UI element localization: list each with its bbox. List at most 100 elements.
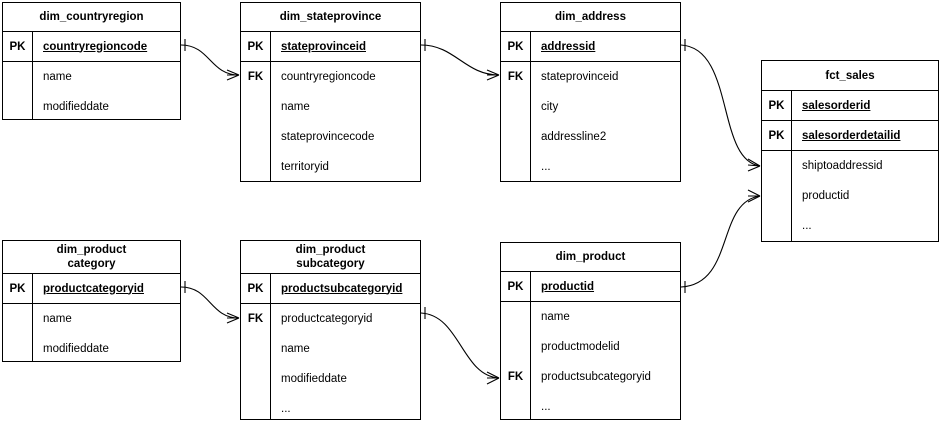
table-row[interactable]: addressline2 <box>541 131 607 143</box>
entity-dim-productcategory[interactable]: dim_product category PK productcategoryi… <box>2 240 181 362</box>
entity-dim-productsubcategory[interactable]: dim_product subcategory PK productsubcat… <box>240 240 421 420</box>
key-badge-fk: FK <box>247 71 264 83</box>
table-row[interactable]: name <box>281 343 310 355</box>
relationship-productsubcategory-product[interactable] <box>420 307 500 385</box>
crowsfoot-many <box>747 189 761 203</box>
key-column: FK <box>501 302 531 419</box>
table-row[interactable]: ... <box>541 161 551 173</box>
key-badge-fk: FK <box>507 371 524 383</box>
key-column: FK <box>241 304 271 419</box>
attribute-block: FK countryregioncode name stateprovincec… <box>241 62 420 181</box>
attribute-name: addressid <box>541 40 596 53</box>
entity-title-line: category <box>67 258 116 270</box>
entity-title: dim_countryregion <box>3 3 180 32</box>
attribute-list: shiptoaddressid productid ... <box>792 151 938 241</box>
key-column <box>3 304 33 361</box>
table-row[interactable]: name <box>541 311 570 323</box>
attribute-name: productid <box>541 280 595 293</box>
entity-dim-stateprovince[interactable]: dim_stateprovince PK stateprovinceid FK … <box>240 2 421 182</box>
table-row[interactable]: ... <box>281 403 291 415</box>
relationship-address-sales-shiptoaddress[interactable] <box>680 39 761 172</box>
table-row-key[interactable]: PK countryregioncode <box>3 32 180 62</box>
attribute-block: shiptoaddressid productid ... <box>762 151 938 241</box>
entity-title: dim_product category <box>3 241 180 274</box>
attribute-block: FK name productmodelid productsubcategor… <box>501 302 680 419</box>
entity-title: dim_product subcategory <box>241 241 420 274</box>
crowsfoot-many <box>747 158 761 172</box>
table-row[interactable]: modifieddate <box>281 373 347 385</box>
key-column <box>3 62 33 119</box>
key-badge-pk: PK <box>501 32 531 61</box>
table-row[interactable]: city <box>541 101 559 113</box>
table-row[interactable]: name <box>43 71 72 83</box>
entity-title: dim_stateprovince <box>241 3 420 32</box>
table-row[interactable]: ... <box>541 401 551 413</box>
table-row-key[interactable]: PK addressid <box>501 32 680 62</box>
key-badge-pk: PK <box>3 274 33 303</box>
relationship-stateprovince-address[interactable] <box>420 39 500 81</box>
key-badge-fk: FK <box>507 71 524 83</box>
key-badge-pk: PK <box>501 272 531 301</box>
entity-title-line: dim_product <box>56 244 127 256</box>
key-badge-fk: FK <box>247 313 264 325</box>
attribute-list: stateprovinceid city addressline2 ... <box>531 62 680 181</box>
attribute-block: FK productcategoryid name modifieddate .… <box>241 304 420 419</box>
entity-title: dim_address <box>501 3 680 32</box>
table-row[interactable]: productid <box>802 190 850 202</box>
attribute-name: productcategoryid <box>43 282 144 295</box>
entity-title-line: fct_sales <box>825 69 875 82</box>
table-row[interactable]: productsubcategoryid <box>541 371 651 383</box>
table-row[interactable]: shiptoaddressid <box>802 160 883 172</box>
table-row[interactable]: stateprovinceid <box>541 71 619 83</box>
table-row-key[interactable]: PK salesorderid <box>762 91 938 121</box>
table-row[interactable]: productmodelid <box>541 341 620 353</box>
entity-title-line: dim_product <box>555 251 626 263</box>
entity-title-line: subcategory <box>296 258 365 270</box>
relationship-productcategory-productsubcategory[interactable] <box>180 281 240 324</box>
entity-title: dim_product <box>501 243 680 272</box>
key-badge-pk: PK <box>762 121 792 150</box>
key-badge-pk: PK <box>3 32 33 61</box>
key-column <box>762 151 792 241</box>
entity-title-line: dim_stateprovince <box>279 11 382 23</box>
table-row[interactable]: territoryid <box>281 161 329 173</box>
crowsfoot-many <box>226 69 240 81</box>
attribute-list: name modifieddate <box>33 304 180 361</box>
table-row-key[interactable]: PK salesorderdetailid <box>762 121 938 151</box>
attribute-block: name modifieddate <box>3 62 180 119</box>
entity-title-line: dim_product <box>295 244 366 256</box>
attribute-list: productcategoryid name modifieddate ... <box>271 304 420 419</box>
relationship-countryregion-stateprovince[interactable] <box>180 39 240 81</box>
attribute-list: countryregioncode name stateprovincecode… <box>271 62 420 181</box>
table-row-key[interactable]: PK stateprovinceid <box>241 32 420 62</box>
entity-dim-product[interactable]: dim_product PK productid FK name product… <box>500 242 681 420</box>
entity-title-line: dim_countryregion <box>39 11 144 23</box>
crowsfoot-many <box>486 371 500 385</box>
table-row-key[interactable]: PK productcategoryid <box>3 274 180 304</box>
entity-fct-sales[interactable]: fct_sales PK salesorderid PK salesorderd… <box>761 60 939 242</box>
key-column: FK <box>241 62 271 181</box>
table-row[interactable]: name <box>281 101 310 113</box>
table-row[interactable]: modifieddate <box>43 343 109 355</box>
attribute-list: name modifieddate <box>33 62 180 119</box>
entity-title-line: dim_address <box>555 11 626 23</box>
entity-dim-countryregion[interactable]: dim_countryregion PK countryregioncode n… <box>2 2 181 120</box>
table-row[interactable]: ... <box>802 220 812 232</box>
table-row[interactable]: countryregioncode <box>281 71 376 83</box>
attribute-list: name productmodelid productsubcategoryid… <box>531 302 680 419</box>
attribute-name: countryregioncode <box>43 40 148 53</box>
attribute-block: name modifieddate <box>3 304 180 361</box>
attribute-name: salesorderid <box>802 99 871 112</box>
crowsfoot-many <box>226 312 240 324</box>
table-row[interactable]: name <box>43 313 72 325</box>
relationship-product-sales-productid[interactable] <box>680 189 761 293</box>
entity-dim-address[interactable]: dim_address PK addressid FK stateprovinc… <box>500 2 681 182</box>
table-row-key[interactable]: PK productid <box>501 272 680 302</box>
table-row-key[interactable]: PK productsubcategoryid <box>241 274 420 304</box>
key-column: FK <box>501 62 531 181</box>
table-row[interactable]: productcategoryid <box>281 313 373 325</box>
table-row[interactable]: stateprovincecode <box>281 131 375 143</box>
table-row[interactable]: modifieddate <box>43 101 109 113</box>
entity-title: fct_sales <box>762 61 938 91</box>
